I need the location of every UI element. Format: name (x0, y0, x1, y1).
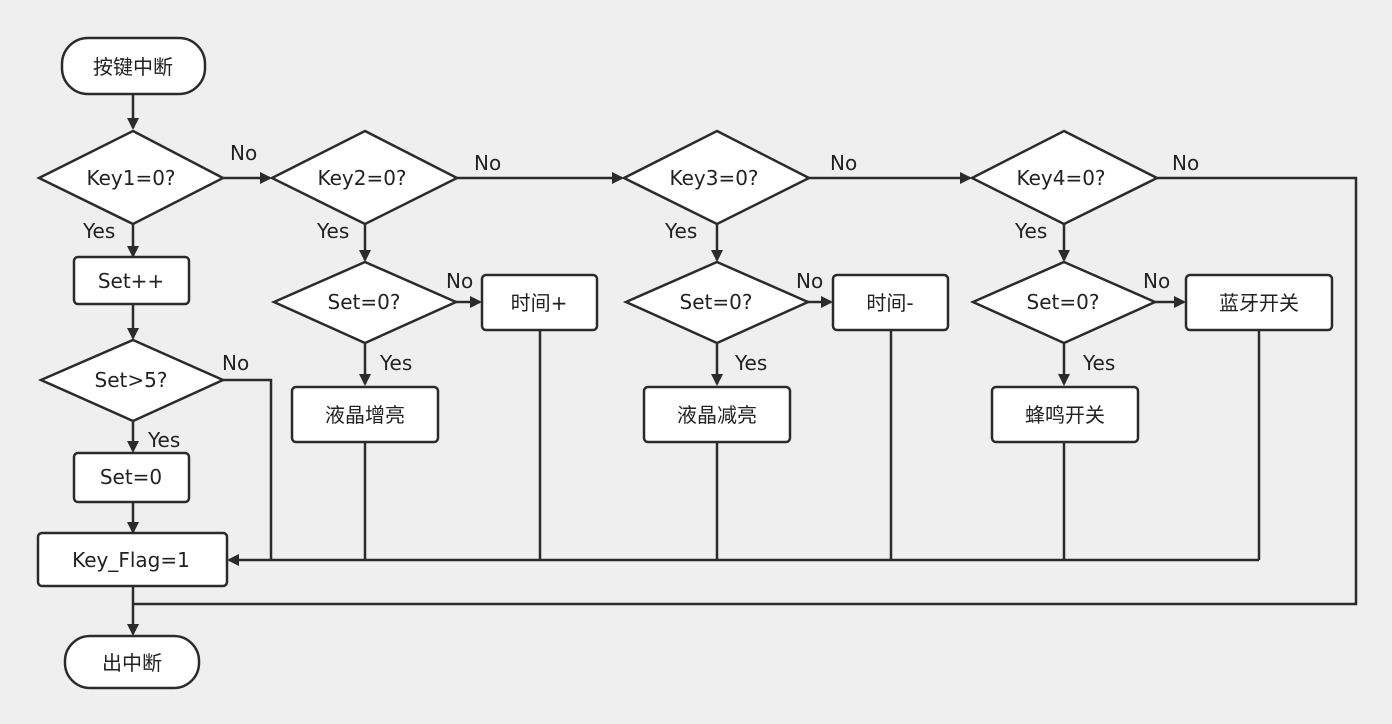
label-key4-no: No (1172, 151, 1199, 175)
start-label: 按键中断 (93, 55, 173, 79)
buzzer-toggle-process (990, 385, 1140, 444)
nodes: 按键中断 Key1=0? Set++ Set>5? Set=0 Key_Flag… (36, 36, 1334, 690)
start-terminal (60, 36, 207, 96)
label-key2-yes: Yes (316, 219, 349, 243)
set-gt5-decision (37, 338, 227, 423)
edge-setgt5-no (223, 378, 273, 560)
set0-decision-c (969, 260, 1159, 345)
set-zero-label: Set=0 (100, 465, 162, 489)
label-key4-yes: Yes (1014, 219, 1047, 243)
edge-key4-no-exit (133, 176, 1358, 606)
lcd-down-process (642, 385, 792, 444)
key-flag-label: Key_Flag=1 (72, 548, 190, 572)
key3-label: Key3=0? (669, 166, 758, 190)
set0-b-label: Set=0? (680, 290, 753, 314)
key-flag-process (36, 531, 229, 588)
set-inc-label: Set++ (98, 269, 164, 293)
label-set0b-yes: Yes (734, 351, 767, 375)
key2-decision (269, 129, 460, 226)
set0-decision-a (270, 260, 460, 345)
end-label: 出中断 (102, 651, 162, 675)
end-terminal (63, 634, 201, 690)
set0-a-label: Set=0? (328, 290, 401, 314)
connectors (127, 94, 1358, 636)
bt-toggle-process (1184, 273, 1334, 332)
lcd-up-process (290, 385, 440, 444)
label-set0a-no: No (446, 269, 473, 293)
key3-decision (621, 129, 812, 226)
label-key3-yes: Yes (664, 219, 697, 243)
key1-decision (36, 129, 226, 226)
set0-decision-b (622, 260, 812, 345)
key1-label: Key1=0? (86, 166, 175, 190)
label-setgt5-yes: Yes (147, 428, 180, 452)
label-key1-yes: Yes (82, 219, 115, 243)
set-zero-process (72, 451, 191, 504)
set-inc-process (72, 255, 191, 306)
set0-c-label: Set=0? (1027, 290, 1100, 314)
label-set0a-yes: Yes (379, 351, 412, 375)
label-setgt5-no: No (222, 351, 249, 375)
bt-toggle-label: 蓝牙开关 (1219, 291, 1299, 315)
label-set0c-yes: Yes (1082, 351, 1115, 375)
time-plus-process (480, 273, 599, 332)
lcd-down-label: 液晶减亮 (677, 403, 757, 427)
label-set0c-no: No (1143, 269, 1170, 293)
key4-decision (969, 129, 1160, 226)
label-key1-no: No (230, 141, 257, 165)
edge-labels: No Yes No Yes No Yes No Yes No Yes No Ye… (82, 141, 1199, 452)
time-minus-label: 时间- (866, 291, 913, 315)
lcd-up-label: 液晶增亮 (325, 403, 405, 427)
buzzer-toggle-label: 蜂鸣开关 (1025, 403, 1105, 427)
key2-label: Key2=0? (317, 166, 406, 190)
label-key3-no: No (830, 151, 857, 175)
label-set0b-no: No (796, 269, 823, 293)
time-plus-label: 时间+ (511, 291, 568, 315)
label-key2-no: No (474, 151, 501, 175)
time-minus-process (831, 273, 950, 332)
key4-label: Key4=0? (1016, 166, 1105, 190)
set-gt5-label: Set>5? (95, 368, 168, 392)
